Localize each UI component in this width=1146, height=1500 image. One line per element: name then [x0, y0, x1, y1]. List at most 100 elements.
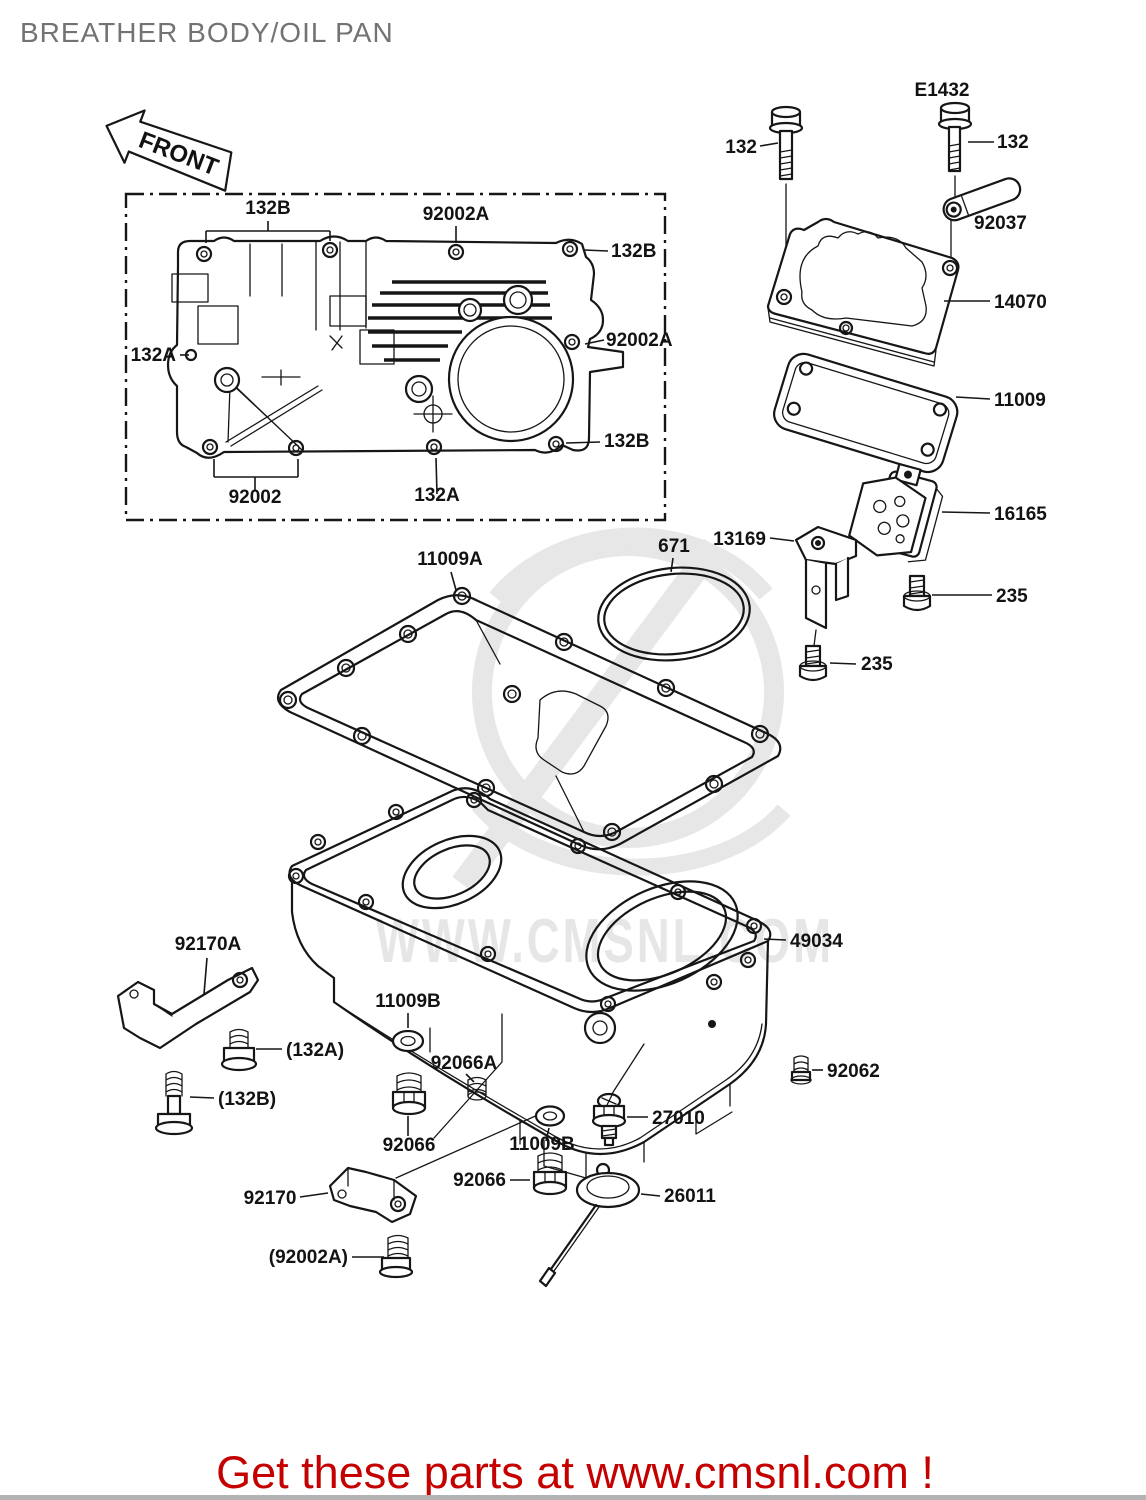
leader-11009: [955, 396, 991, 400]
front-arrow-shape: [105, 109, 233, 192]
bolt-92002a-paren: [378, 1234, 414, 1279]
part-label-92170[interactable]: 92170: [244, 1188, 297, 1209]
part-label-92002a-top[interactable]: 92002A: [423, 204, 490, 225]
part-label-132a-paren[interactable]: (132A): [286, 1040, 344, 1061]
front-arrow-icon: FRONT: [105, 109, 233, 192]
breather-body-ribs: [249, 241, 367, 331]
part-label-92066-left[interactable]: 92066: [383, 1135, 436, 1156]
part-label-11009b-left[interactable]: 11009B: [375, 991, 441, 1012]
leader-92170a: [203, 957, 208, 995]
part-label-92170a[interactable]: 92170A: [175, 934, 242, 955]
footer-banner-link[interactable]: Get these parts at www.cmsnl.com !: [216, 1447, 934, 1498]
pan-walls: [290, 878, 770, 1156]
watermark-slash: [452, 538, 724, 892]
leader-11009b-mid: [545, 1127, 550, 1142]
screw-92062: [790, 1055, 812, 1085]
oil-gauge-26011: [538, 1162, 641, 1288]
leader-92002: [213, 459, 299, 490]
diagram-ref-code: E1432: [915, 80, 970, 101]
part-label-92066a[interactable]: 92066A: [431, 1053, 498, 1074]
leader-235-lower: [829, 662, 857, 665]
leader-132b-right: [583, 249, 609, 252]
screw-235-right: [902, 574, 932, 612]
part-label-11009a[interactable]: 11009A: [417, 549, 483, 570]
part-label-11009[interactable]: 11009: [994, 390, 1046, 411]
bracket-92170: [328, 1166, 418, 1224]
leader-92170: [299, 1192, 329, 1198]
part-label-132b-low[interactable]: 132B: [604, 431, 649, 452]
bracket-92170a: [116, 966, 260, 1050]
breather-body-part: [166, 235, 625, 459]
washer-11009b-mid: [534, 1105, 566, 1127]
part-label-26011[interactable]: 26011: [664, 1186, 716, 1207]
part-label-92002a-mid[interactable]: 92002A: [606, 330, 673, 351]
leader-16165: [941, 511, 991, 514]
part-label-14070[interactable]: 14070: [994, 292, 1047, 313]
breather-body-braces: [225, 383, 323, 451]
assembly-lines-bottom: [395, 1013, 645, 1179]
part-label-132b-top[interactable]: 132B: [245, 198, 290, 219]
breather-body-marks: [261, 335, 453, 433]
watermark-swirl: [472, 536, 784, 848]
watermark-arc-top: [489, 527, 773, 604]
screw-235-lower: [798, 644, 828, 682]
bolt-132b-paren: [154, 1070, 194, 1136]
reed-valve-16165: [848, 462, 944, 563]
washer-11009b-left: [391, 1029, 425, 1053]
bolt-132a-paren: [220, 1028, 258, 1072]
part-label-235-lower[interactable]: 235: [861, 654, 893, 675]
switch-27010: [591, 1092, 627, 1147]
part-label-132a-bot[interactable]: 132A: [414, 485, 460, 506]
leader-132a-bot: [435, 457, 438, 495]
part-label-132-right[interactable]: 132: [997, 132, 1029, 153]
bracket-13169: [794, 525, 858, 630]
part-label-235-right[interactable]: 235: [996, 586, 1028, 607]
gasket-11009: [773, 352, 959, 474]
plug-92066-mid: [532, 1152, 568, 1196]
part-label-132b-paren[interactable]: (132B): [218, 1089, 276, 1110]
leader-11009a: [450, 571, 457, 591]
part-label-132a-left[interactable]: 132A: [131, 345, 177, 366]
leader-26011: [640, 1193, 661, 1197]
breather-body-blocks: [171, 273, 395, 365]
assembly-line-13169-screw: [813, 629, 817, 647]
leader-13169: [769, 537, 795, 542]
page-title: BREATHER BODY/OIL PAN: [20, 17, 394, 48]
pan-flange-holes: [287, 791, 763, 1013]
leader-671: [670, 557, 674, 573]
pan-main-opening: [585, 880, 739, 992]
leader-49034: [763, 938, 787, 941]
bolt-132-right: [937, 101, 973, 173]
part-label-92062[interactable]: 92062: [827, 1061, 880, 1082]
leader-132-left: [759, 142, 779, 147]
part-label-671[interactable]: 671: [658, 536, 690, 557]
leader-132b-top: [205, 221, 331, 243]
part-label-92002[interactable]: 92002: [229, 487, 282, 508]
oil-pan-gasket-11009a: [276, 586, 782, 851]
bolt-132-left: [768, 105, 804, 181]
part-label-49034[interactable]: 49034: [790, 931, 843, 952]
part-label-132b-right[interactable]: 132B: [611, 241, 656, 262]
o-ring-671: [597, 566, 751, 662]
pan-wall-seams: [333, 977, 731, 1163]
leader-92066a: [465, 1073, 475, 1083]
part-label-13169[interactable]: 13169: [713, 529, 766, 550]
part-label-92037[interactable]: 92037: [974, 213, 1027, 234]
pan-left-opening: [401, 834, 503, 910]
breather-body-outline: [166, 235, 625, 459]
cover-14070: [766, 217, 960, 367]
breather-bolt-holes: [184, 240, 581, 457]
part-label-27010[interactable]: 27010: [652, 1108, 705, 1129]
part-label-16165[interactable]: 16165: [994, 504, 1047, 525]
part-label-11009b-mid[interactable]: 11009B: [509, 1134, 575, 1155]
cmsnl-watermark: WWW.CMSNL.COM: [376, 527, 830, 976]
breather-main-bore: [447, 315, 575, 443]
pin-92037: [942, 177, 1022, 222]
part-label-92002a-paren[interactable]: (92002A): [269, 1247, 348, 1268]
part-label-92066-mid[interactable]: 92066: [453, 1170, 506, 1191]
part-label-132-left[interactable]: 132: [725, 137, 757, 158]
leader-132b-low: [565, 441, 601, 444]
leader-92002a-mid: [584, 339, 605, 345]
